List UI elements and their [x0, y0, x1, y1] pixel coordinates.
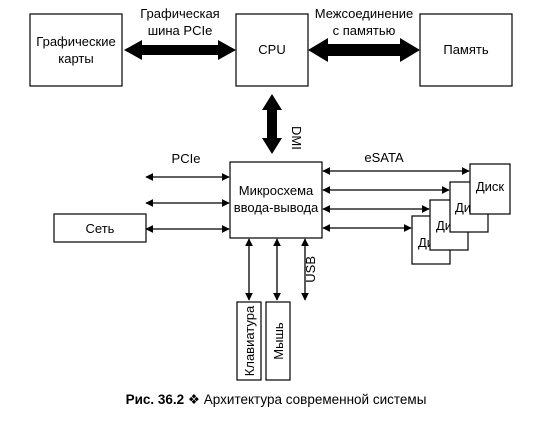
cpu-box: CPU: [235, 13, 309, 87]
io-controller-label-line1: Микросхема: [239, 183, 314, 198]
network-label: Сеть: [86, 221, 115, 236]
memory-interconnect-label-line2: с памятью: [333, 23, 396, 38]
memory-box: Память: [419, 13, 513, 87]
usb-label: USB: [303, 256, 318, 283]
disk-stack: Диск Диск Диск Диск: [411, 163, 511, 265]
esata-label: eSATA: [364, 150, 404, 165]
io-controller-label-line2: ввода-вывода: [234, 200, 319, 215]
mouse-label: Мышь: [271, 322, 286, 360]
caption-text: Архитектура современной системы: [203, 392, 427, 407]
io-controller-box: Микросхема ввода-вывода: [229, 161, 323, 239]
graphics-cards-label-line1: Графические: [36, 34, 115, 49]
graphics-cards-box: Графические карты: [29, 13, 123, 87]
graphics-bus-label-line1: Графическая: [140, 6, 219, 21]
memory-interconnect-arrow: [308, 38, 420, 62]
dmi-label: DMI: [289, 126, 304, 150]
memory-label: Память: [443, 42, 489, 57]
caption-number: Рис. 36.2: [125, 392, 185, 407]
keyboard-label: Клавиатура: [242, 305, 257, 376]
mouse-box: Мышь: [265, 301, 291, 381]
caption-separator: ❖: [187, 392, 201, 407]
figure-caption: Рис. 36.2 ❖ Архитектура современной сист…: [0, 392, 552, 408]
keyboard-box: Клавиатура: [236, 301, 262, 381]
dmi-arrow: [262, 94, 282, 154]
pcie-label: PCIe: [172, 151, 201, 166]
graphics-cards-label-line2: карты: [58, 51, 93, 66]
disk-label-4: Диск: [476, 179, 505, 194]
architecture-diagram: Графические карты CPU Память Графическая…: [29, 6, 513, 381]
cpu-label: CPU: [258, 42, 285, 57]
network-box: Сеть: [53, 213, 147, 243]
disk-box-4: Диск: [469, 163, 511, 215]
graphics-bus-arrow: [124, 40, 236, 60]
memory-interconnect-label-line1: Межсоединение: [315, 6, 414, 21]
graphics-bus-label-line2: шина PCIe: [148, 23, 213, 38]
